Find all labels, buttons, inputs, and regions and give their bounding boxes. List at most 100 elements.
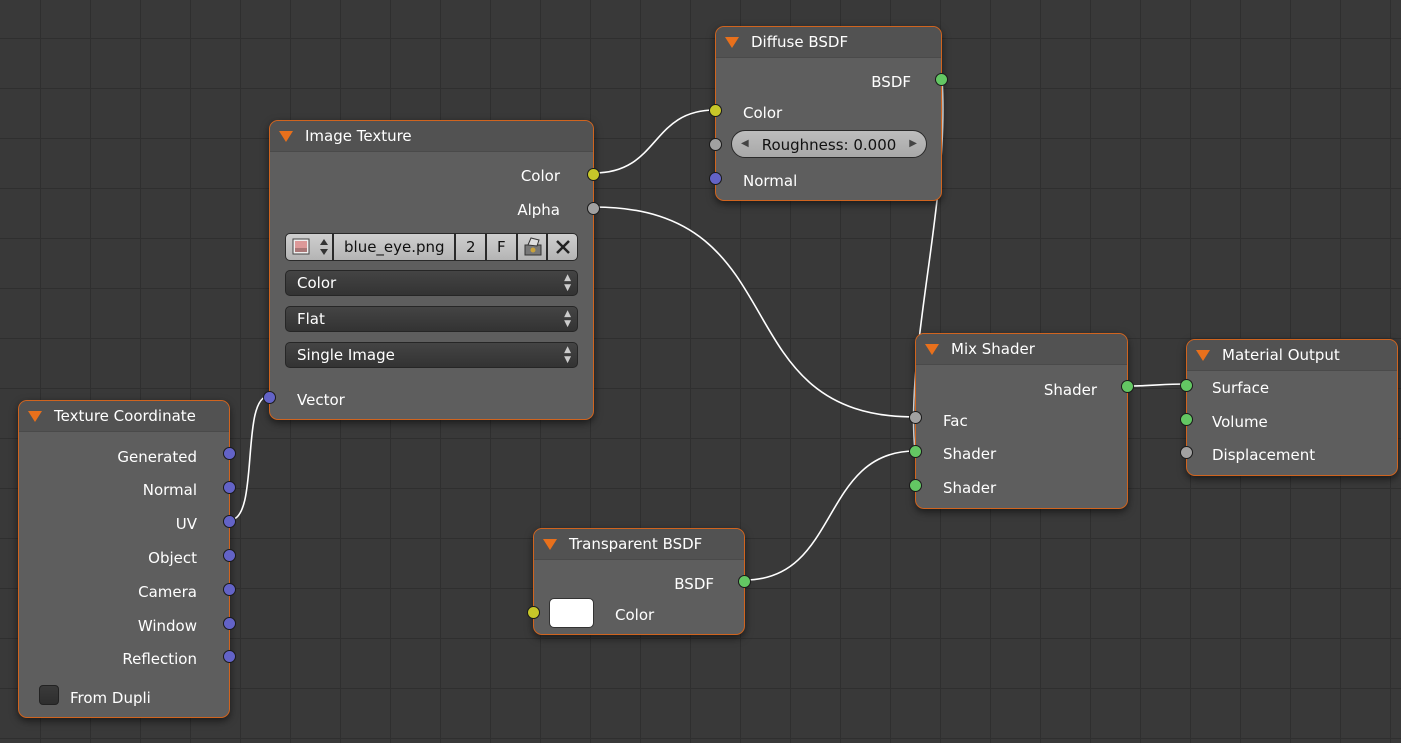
output-label-normal: Normal — [142, 481, 197, 499]
up-down-arrows-icon — [320, 239, 328, 255]
collapse-triangle-icon[interactable] — [1196, 350, 1210, 361]
close-icon — [556, 240, 570, 254]
output-socket-bsdf[interactable] — [935, 73, 948, 86]
collapse-triangle-icon[interactable] — [925, 344, 939, 355]
input-socket-volume[interactable] — [1180, 413, 1193, 426]
output-label-object: Object — [148, 549, 197, 567]
transparent-bsdf-node[interactable]: Transparent BSDF BSDF Color — [527, 528, 751, 635]
image-name-field[interactable]: blue_eye.png — [333, 233, 455, 261]
output-socket-object[interactable] — [223, 549, 236, 562]
input-socket-vector[interactable] — [263, 391, 276, 404]
collapse-triangle-icon[interactable] — [28, 411, 42, 422]
unlink-image-button[interactable] — [547, 233, 578, 261]
image-texture-node[interactable]: Image Texture Color Alpha blue_eye.png 2… — [263, 120, 600, 420]
output-socket-reflection[interactable] — [223, 650, 236, 663]
node-header[interactable]: Diffuse BSDF — [716, 27, 941, 58]
node-title: Transparent BSDF — [569, 535, 703, 553]
output-socket-alpha[interactable] — [587, 202, 600, 215]
input-socket-shader-2[interactable] — [909, 479, 922, 492]
input-label-color: Color — [743, 104, 783, 122]
output-label-generated: Generated — [117, 448, 197, 466]
updown-icon: ▲▼ — [564, 273, 571, 293]
link-transparent-bsdf-to-mix-shader — [744, 450, 916, 581]
output-label-shader: Shader — [1043, 381, 1097, 399]
input-label-fac: Fac — [943, 412, 968, 430]
dropdown-value: Color — [297, 274, 337, 292]
image-name: blue_eye.png — [344, 238, 445, 256]
output-label-camera: Camera — [138, 583, 197, 601]
collapse-triangle-icon[interactable] — [543, 539, 557, 550]
node-title: Diffuse BSDF — [751, 33, 849, 51]
collapse-triangle-icon[interactable] — [279, 131, 293, 142]
diffuse-bsdf-node[interactable]: Diffuse BSDF BSDF Color ◀ Roughness: 0.0… — [709, 26, 948, 201]
fake-user-button[interactable]: F — [486, 233, 517, 261]
updown-icon: ▲▼ — [564, 345, 571, 365]
input-socket-roughness[interactable] — [709, 138, 722, 151]
output-socket-color[interactable] — [587, 168, 600, 181]
input-socket-surface[interactable] — [1180, 379, 1193, 392]
output-label-window: Window — [137, 617, 197, 635]
texture-coordinate-node[interactable]: Texture Coordinate Generated Normal UV O… — [18, 400, 236, 718]
node-title: Texture Coordinate — [54, 407, 196, 425]
node-title: Image Texture — [305, 127, 412, 145]
from-dupli-checkbox[interactable] — [39, 685, 59, 705]
slider-value: Roughness: 0.000 — [761, 136, 897, 154]
roughness-slider[interactable]: ◀ Roughness: 0.000 ▶ — [731, 130, 927, 158]
open-image-button[interactable] — [517, 233, 547, 261]
users-count-button[interactable]: 2 — [455, 233, 486, 261]
input-socket-displacement[interactable] — [1180, 446, 1193, 459]
image-selector[interactable]: blue_eye.png 2 F — [285, 233, 578, 261]
image-browse-button[interactable] — [285, 233, 333, 261]
input-label-displacement: Displacement — [1212, 446, 1316, 464]
node-header[interactable]: Image Texture — [270, 121, 593, 152]
output-socket-bsdf[interactable] — [738, 575, 751, 588]
open-file-icon — [524, 237, 542, 256]
node-title: Mix Shader — [951, 340, 1035, 358]
input-socket-fac[interactable] — [909, 411, 922, 424]
input-label-surface: Surface — [1212, 379, 1270, 397]
projection-dropdown[interactable]: Flat ▲▼ — [285, 306, 578, 332]
output-socket-camera[interactable] — [223, 583, 236, 596]
input-label-normal: Normal — [743, 172, 798, 190]
link-mix-shader-to-surface — [1127, 383, 1187, 387]
color-space-dropdown[interactable]: Color ▲▼ — [285, 270, 578, 296]
mix-shader-node[interactable]: Mix Shader Shader Fac Shader Shader — [909, 333, 1134, 509]
input-label-volume: Volume — [1212, 413, 1268, 431]
fake-user-label: F — [497, 238, 506, 256]
output-socket-shader[interactable] — [1121, 380, 1134, 393]
from-dupli-label: From Dupli — [70, 689, 151, 707]
users-count: 2 — [466, 238, 476, 256]
output-label-color: Color — [520, 167, 560, 185]
updown-icon: ▲▼ — [564, 309, 571, 329]
node-header[interactable]: Texture Coordinate — [19, 401, 229, 432]
node-header[interactable]: Transparent BSDF — [534, 529, 744, 560]
node-header[interactable]: Mix Shader — [916, 334, 1127, 365]
output-socket-normal[interactable] — [223, 481, 236, 494]
increment-arrow-icon[interactable]: ▶ — [909, 138, 917, 149]
collapse-triangle-icon[interactable] — [725, 37, 739, 48]
link-image-color-to-diffuse-color — [593, 109, 716, 174]
input-socket-color[interactable] — [709, 104, 722, 117]
output-label-uv: UV — [175, 515, 197, 533]
image-icon — [292, 238, 310, 255]
dropdown-value: Flat — [297, 310, 325, 328]
material-output-node[interactable]: Material Output Surface Volume Displacem… — [1180, 339, 1398, 476]
node-title: Material Output — [1222, 346, 1340, 364]
input-label-vector: Vector — [297, 391, 345, 409]
output-label-alpha: Alpha — [517, 201, 560, 219]
output-socket-window[interactable] — [223, 617, 236, 630]
source-dropdown[interactable]: Single Image ▲▼ — [285, 342, 578, 368]
input-socket-normal[interactable] — [709, 172, 722, 185]
input-socket-shader-1[interactable] — [909, 445, 922, 458]
input-label-shader-1: Shader — [943, 445, 997, 463]
dropdown-value: Single Image — [297, 346, 395, 364]
input-socket-color[interactable] — [527, 606, 540, 619]
output-label-bsdf: BSDF — [871, 73, 911, 91]
output-socket-generated[interactable] — [223, 447, 236, 460]
color-swatch[interactable] — [549, 598, 594, 628]
input-label-color: Color — [615, 606, 655, 624]
decrement-arrow-icon[interactable]: ◀ — [741, 138, 749, 149]
output-socket-uv[interactable] — [223, 515, 236, 528]
node-header[interactable]: Material Output — [1187, 340, 1397, 371]
link-image-alpha-to-mix-fac — [593, 206, 916, 418]
